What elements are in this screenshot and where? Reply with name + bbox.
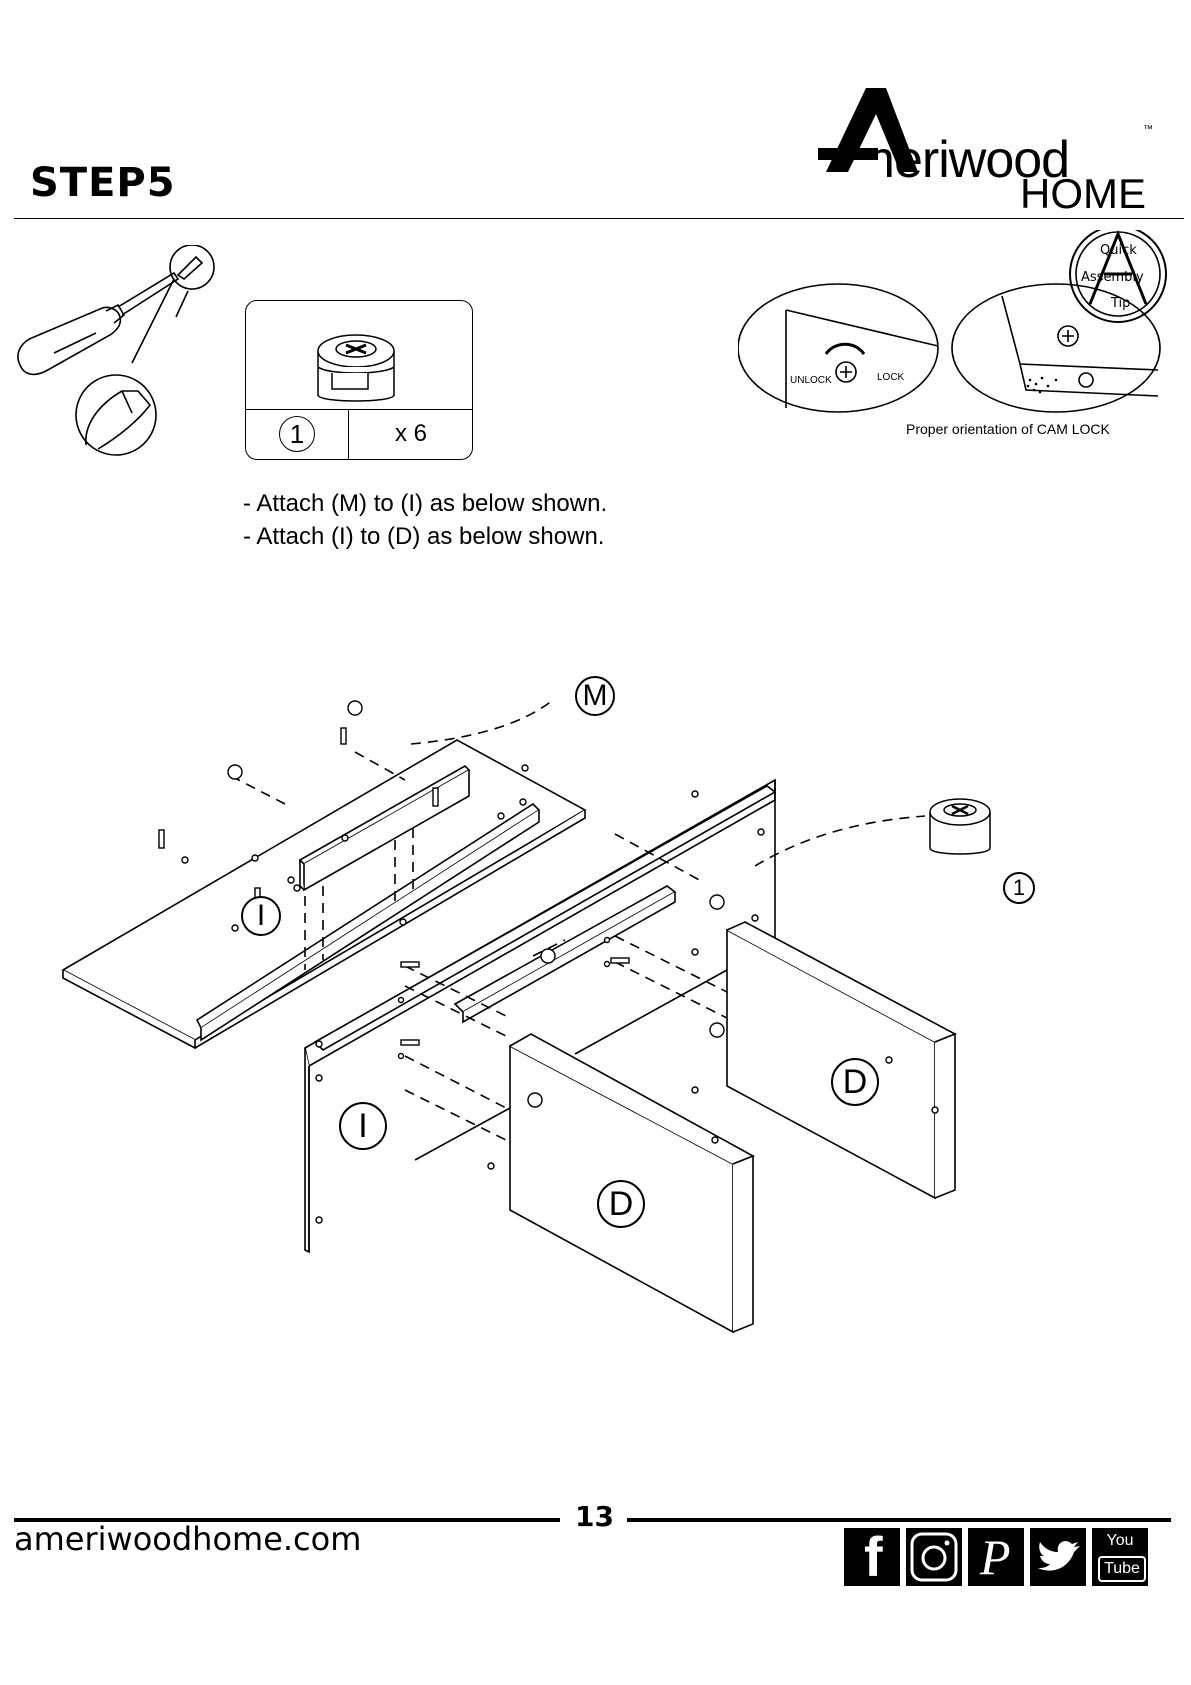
facebook-glyph: f — [864, 1528, 883, 1586]
header-divider — [14, 218, 1184, 219]
cam-orientation-icon — [738, 230, 1168, 420]
website-link[interactable]: ameriwoodhome.com — [14, 1520, 361, 1558]
tip-badge-line: Quick — [1100, 243, 1137, 258]
part-label-d: D — [831, 1058, 879, 1106]
assembly-illustration — [55, 700, 1115, 1360]
youtube-line: You — [1092, 1532, 1148, 1550]
facebook-icon[interactable]: f — [844, 1528, 900, 1586]
instruction-line: - Attach (M) to (I) as below shown. — [243, 490, 607, 518]
step-title: STEP5 — [30, 160, 176, 206]
cam-lock-tip-illustration — [738, 230, 1168, 420]
assembly-diagram: M I I D D 1 — [55, 700, 1115, 1360]
cam-lock-illustration — [298, 311, 418, 407]
page-number: 13 — [575, 1500, 614, 1533]
cam-lock-icon — [298, 311, 418, 407]
part-label-m: M — [575, 676, 615, 716]
screwdriver-illustration — [14, 245, 219, 505]
footer-divider — [627, 1518, 1171, 1522]
part-label-i: I — [339, 1102, 387, 1150]
hardware-label: 1 — [1003, 872, 1035, 904]
twitter-bird-icon — [1030, 1528, 1086, 1586]
instagram-glyph-icon — [906, 1528, 962, 1586]
instagram-icon[interactable] — [906, 1528, 962, 1586]
pinterest-icon[interactable]: P — [968, 1528, 1024, 1586]
hardware-box: 1 x 6 — [245, 300, 473, 460]
brand-trademark: ™ — [1143, 124, 1153, 135]
instruction-line: - Attach (I) to (D) as below shown. — [243, 523, 604, 551]
lock-label: LOCK — [877, 372, 904, 383]
twitter-icon[interactable] — [1030, 1528, 1086, 1586]
unlock-label: UNLOCK — [790, 375, 832, 386]
social-links: f P You Tube — [844, 1528, 1154, 1588]
hardware-divider-vertical — [348, 409, 349, 459]
tip-caption: Proper orientation of CAM LOCK — [906, 421, 1110, 437]
hardware-part-id: 1 — [246, 411, 348, 457]
youtube-line: Tube — [1098, 1556, 1146, 1582]
hardware-quantity: x 6 — [350, 411, 472, 457]
pinterest-glyph: P — [980, 1528, 1011, 1586]
part-label-d: D — [597, 1180, 645, 1228]
tip-badge-line: Tip — [1111, 296, 1130, 311]
hardware-divider-horizontal — [246, 409, 472, 410]
hardware-part-number: 1 — [279, 416, 315, 452]
brand-subname: HOME — [1020, 173, 1146, 215]
tip-badge-line: Assembly — [1081, 270, 1144, 285]
screwdriver-icon — [14, 245, 219, 505]
youtube-icon[interactable]: You Tube — [1092, 1528, 1148, 1586]
part-label-i: I — [241, 896, 281, 936]
